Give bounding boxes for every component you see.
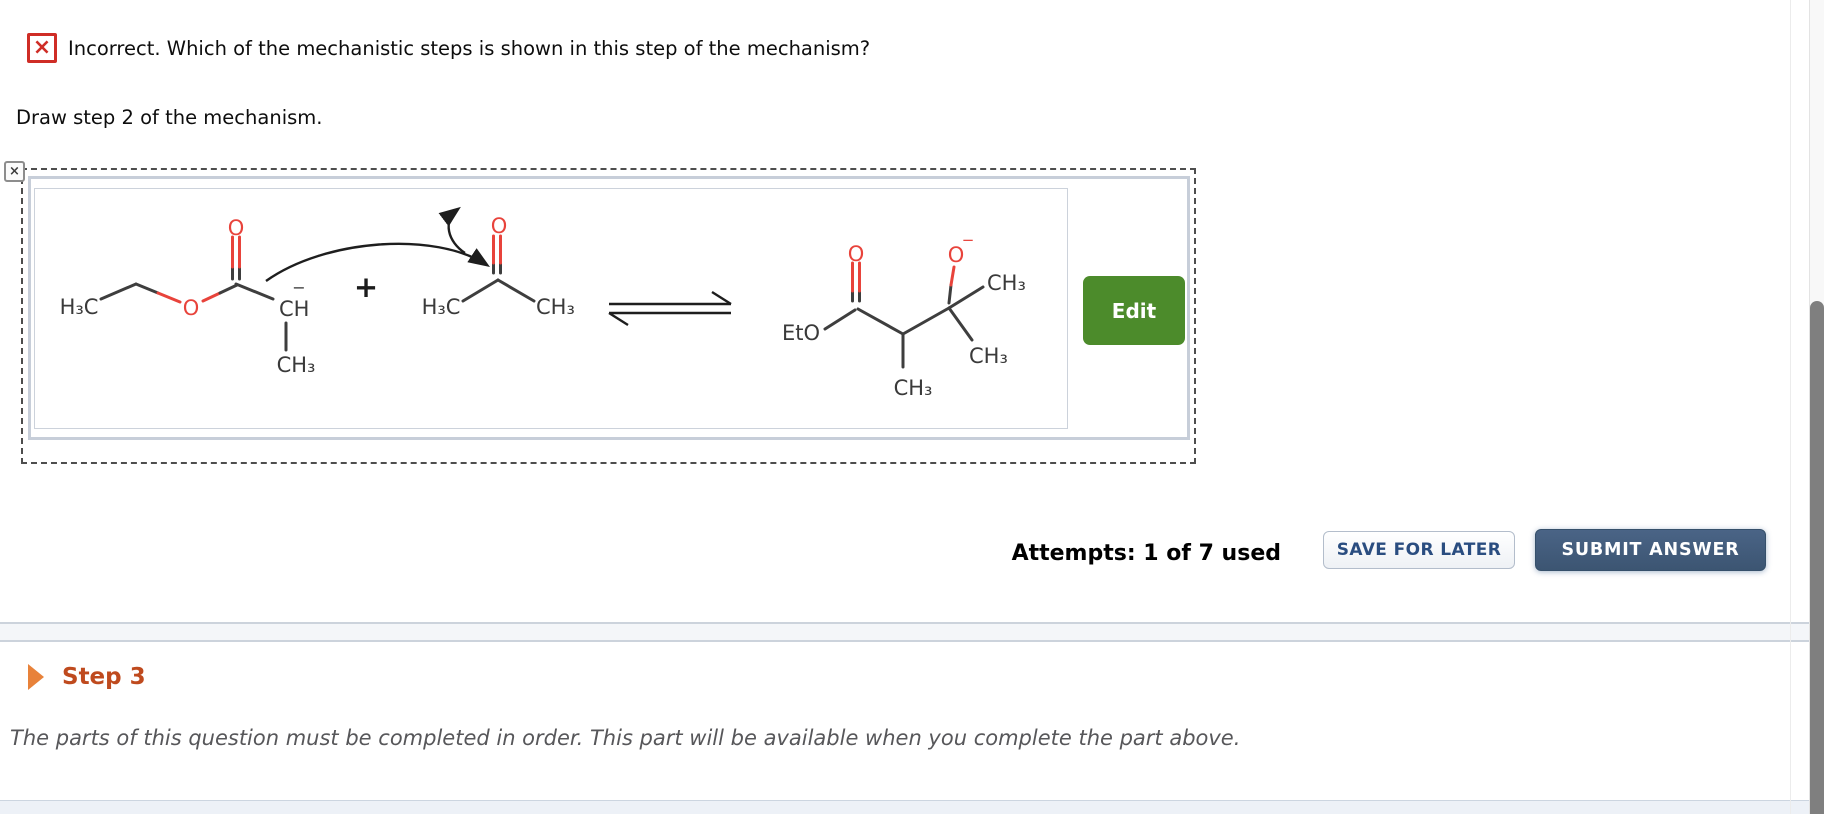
incorrect-x-icon: × xyxy=(27,33,57,63)
atom-label-ch3: CH₃ xyxy=(536,295,575,319)
bond-line xyxy=(823,308,857,331)
alkoxide-charge: − xyxy=(962,231,975,249)
save-for-later-label: SAVE FOR LATER xyxy=(1336,540,1502,560)
atom-label-ch3: CH₃ xyxy=(277,353,316,377)
equilibrium-barb xyxy=(608,311,629,327)
prompt-text: Draw step 2 of the mechanism. xyxy=(16,106,323,129)
bond-line xyxy=(134,282,160,295)
incorrect-x-glyph: × xyxy=(32,35,52,60)
curved-arrow-carbonyl xyxy=(438,206,466,255)
equilibrium-arrows xyxy=(608,290,732,327)
step3-title[interactable]: Step 3 xyxy=(62,664,146,690)
atom-label-h3c: H₃C xyxy=(422,295,461,319)
atom-label-h3c: H₃C xyxy=(60,295,99,319)
bond-line xyxy=(947,285,985,310)
close-button[interactable]: × xyxy=(4,161,25,182)
atom-label-eto: EtO xyxy=(782,321,820,345)
bond-line xyxy=(218,283,239,295)
curved-arrow-nucleophile xyxy=(265,242,491,282)
feedback-message: Incorrect. Which of the mechanistic step… xyxy=(68,37,871,60)
scrollbar-thumb[interactable] xyxy=(1810,301,1824,814)
atom-label-o-ester: O xyxy=(183,296,200,320)
atom-label-o-carbonyl: O xyxy=(848,242,865,266)
mechanism-drawing: H₃C O O CH − CH₃ + H₃C O CH₃ xyxy=(60,206,1026,400)
bond-line xyxy=(234,282,275,301)
plus-sign: + xyxy=(354,270,378,304)
attempts-counter: Attempts: 1 of 7 used xyxy=(1011,541,1281,566)
bond-line xyxy=(461,278,500,303)
bond-line xyxy=(156,291,182,304)
bond-line xyxy=(99,282,138,301)
step3-expand-arrow-icon[interactable] xyxy=(28,664,44,690)
ester-enolate-structure: H₃C O O CH − CH₃ xyxy=(60,216,316,377)
bond-line xyxy=(947,283,953,305)
bond-line xyxy=(201,291,222,303)
save-for-later-button[interactable]: SAVE FOR LATER xyxy=(1323,531,1515,569)
edit-button[interactable]: Edit xyxy=(1083,276,1185,345)
atom-label-ch3: CH₃ xyxy=(894,376,933,400)
electron-push-arrows xyxy=(265,206,491,282)
atom-label-o-alkoxide: O xyxy=(948,243,965,267)
atom-label-ch3: CH₃ xyxy=(969,344,1008,368)
atom-label-o-carbonyl: O xyxy=(228,216,245,240)
structure-image: H₃C O O CH − CH₃ + H₃C O CH₃ xyxy=(34,188,1068,429)
equilibrium-barb xyxy=(711,290,732,306)
submit-answer-label: SUBMIT ANSWER xyxy=(1561,540,1740,560)
content-edge-line xyxy=(1790,0,1791,814)
section-divider xyxy=(0,622,1809,642)
bond-line xyxy=(949,265,956,287)
atom-label-o: O xyxy=(491,214,508,238)
bottom-section-divider xyxy=(0,800,1809,814)
atom-label-ch3: CH₃ xyxy=(987,271,1026,295)
bond-line xyxy=(947,306,974,342)
bond-line xyxy=(901,306,951,336)
acetone-structure: H₃C O CH₃ xyxy=(422,214,575,319)
close-icon: × xyxy=(9,164,20,179)
edit-button-label: Edit xyxy=(1111,298,1157,323)
atom-label-ch: CH xyxy=(279,297,309,321)
carbanion-charge: − xyxy=(292,278,305,297)
bond-line xyxy=(496,278,536,303)
product-alkoxide-structure: EtO O O − CH₃ CH₃ CH₃ xyxy=(782,231,1026,400)
step3-locked-message: The parts of this question must be compl… xyxy=(10,726,1241,750)
submit-answer-button[interactable]: SUBMIT ANSWER xyxy=(1535,529,1766,571)
bond-line xyxy=(856,307,905,336)
